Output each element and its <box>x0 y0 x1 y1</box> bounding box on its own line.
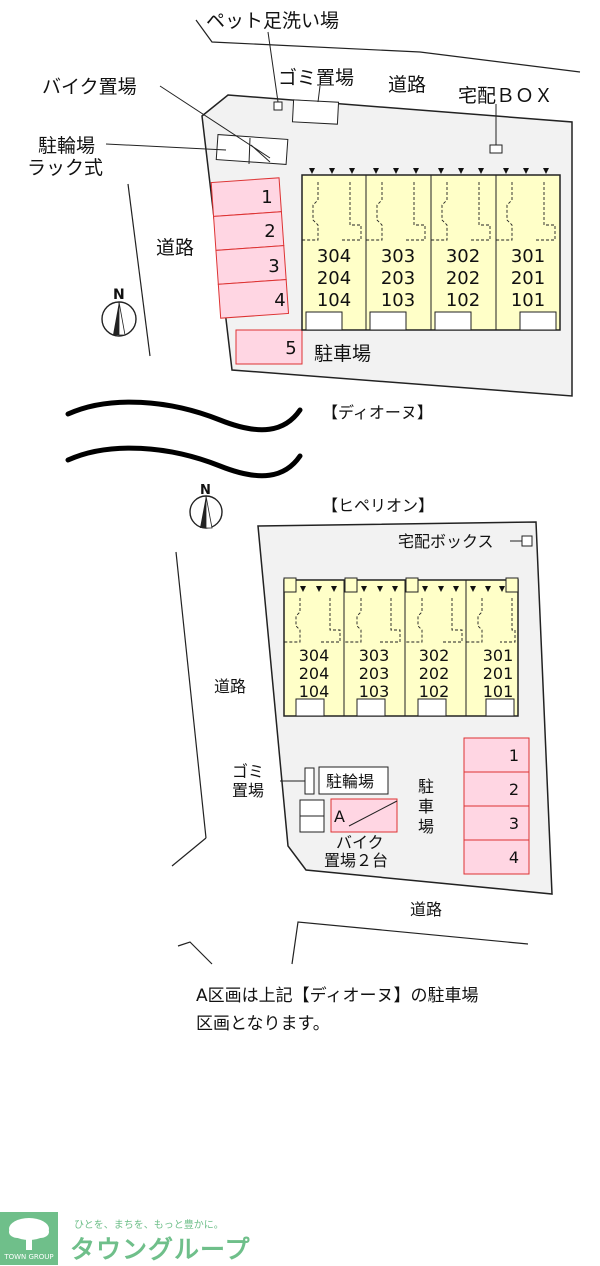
north-arrow-lower-icon <box>189 495 223 529</box>
unit-number: 203 <box>381 268 415 289</box>
unit-number: 304 <box>299 646 330 665</box>
bicycle-leader <box>105 143 227 151</box>
unit-number: 301 <box>511 246 545 267</box>
parking-number-4: 4 <box>274 290 285 311</box>
bicycle-rack-divider <box>248 137 251 165</box>
parking-label-upper: 駐車場 <box>314 343 371 365</box>
parking-number-3: 3 <box>268 256 279 277</box>
separator-waves <box>65 399 303 479</box>
parking-space-1 <box>463 737 530 773</box>
unit-number: 103 <box>381 290 415 311</box>
road-bottom-label: 道路 <box>410 900 442 919</box>
bicycle-label-line2: ラック式 <box>27 157 103 179</box>
unit-number: 102 <box>446 290 480 311</box>
logo-sub-text: TOWN GROUP <box>4 1253 54 1261</box>
upper-parking-group <box>210 177 290 319</box>
unit-number: 202 <box>446 268 480 289</box>
lower-site: N 宅配ボックス 道路 ゴミ 置場 駐輪場 A バイク 置場２台 駐 車 場 道… <box>171 483 553 965</box>
parking-label-lower-3: 場 <box>418 817 434 836</box>
garbage-label-lower-1: ゴミ <box>232 762 264 781</box>
parking-number-2: 2 <box>264 221 275 242</box>
road-top-label: 道路 <box>388 74 426 96</box>
lower-building-name: 【ヒペリオン】 <box>322 496 434 515</box>
unit-number: 102 <box>419 682 450 701</box>
garbage-label-lower-2: 置場 <box>232 781 264 800</box>
unit-number: 201 <box>511 268 545 289</box>
bike-parking-label: バイク置場 <box>42 76 137 98</box>
company-logo: TOWN GROUP ひとを、まちを、もっと豊かに。 タウングループ <box>0 1212 600 1265</box>
unit-number: 204 <box>299 664 330 683</box>
garbage-label-upper: ゴミ置場 <box>278 67 354 89</box>
delivery-box-marker-lower <box>521 535 533 547</box>
unit-number: 301 <box>483 646 514 665</box>
unit-number: 204 <box>317 268 351 289</box>
road-edge-bottom-left <box>177 941 213 965</box>
upper-site: ペット足洗い場 ゴミ置場 道路 宅配ＢＯＸ バイク置場 駐輪場 ラック式 道路 … <box>27 10 581 397</box>
road-edge-left-lower <box>175 551 207 839</box>
note: A区画は上記【ディオーヌ】の駐車場 区画となります。 <box>196 982 556 1038</box>
unit-number: 302 <box>419 646 450 665</box>
parking-number-1: 1 <box>261 187 272 208</box>
note-line-1: A区画は上記【ディオーヌ】の駐車場 <box>196 986 479 1006</box>
road-edge-left <box>127 183 151 357</box>
logo-slogan: ひとを、まちを、もっと豊かに。 <box>74 1220 224 1231</box>
unit-number: 203 <box>359 664 390 683</box>
parking-number-2: 2 <box>509 780 519 799</box>
unit-number: 104 <box>299 682 330 701</box>
road-edge-bottom-right <box>291 921 529 965</box>
pet-wash-label: ペット足洗い場 <box>206 10 339 32</box>
road-left-label-upper: 道路 <box>156 237 194 259</box>
logo-name: タウングループ <box>70 1235 251 1264</box>
unit-number: 103 <box>359 682 390 701</box>
parking-number-5: 5 <box>285 338 296 359</box>
parking-space-3 <box>463 805 530 841</box>
parking-space-2 <box>463 771 530 807</box>
unit-number: 302 <box>446 246 480 267</box>
unit-number: 303 <box>381 246 415 267</box>
bicycle-label-line1: 駐輪場 <box>38 135 95 157</box>
parking-label-lower-1: 駐 <box>418 777 434 796</box>
delivery-box-label-lower: 宅配ボックス <box>398 532 494 551</box>
delivery-box-marker-upper <box>489 144 503 154</box>
garbage-area-lower <box>304 767 315 795</box>
bicycle-rack-upper <box>215 134 289 165</box>
pet-wash-leader <box>267 31 279 103</box>
parking-space-a <box>330 798 398 833</box>
pet-wash-marker <box>273 101 283 111</box>
delivery-box-label-upper: 宅配ＢＯＸ <box>458 85 553 107</box>
tree-logo-icon: TOWN GROUP <box>0 1212 58 1265</box>
unit-number: 202 <box>419 664 450 683</box>
parking-number-3: 3 <box>509 814 519 833</box>
area-a-label: A <box>334 807 345 826</box>
unit-number: 101 <box>483 682 514 701</box>
parking-number-4: 4 <box>509 848 519 867</box>
note-line-2: 区画となります。 <box>196 1014 330 1034</box>
road-left-label-lower: 道路 <box>214 677 246 696</box>
bike-label-lower-1: バイク <box>336 833 384 852</box>
garbage-area-upper <box>291 99 340 125</box>
lower-building <box>283 579 519 717</box>
upper-building-name: 【ディオーヌ】 <box>322 403 433 422</box>
bike-leader <box>159 85 271 159</box>
bicycle-label-lower: 駐輪場 <box>326 772 374 791</box>
unit-number: 104 <box>317 290 351 311</box>
unit-number: 304 <box>317 246 351 267</box>
garbage-leader <box>317 85 321 103</box>
parking-space-4 <box>217 279 290 319</box>
north-letter-lower: N <box>200 483 211 498</box>
unit-number: 201 <box>483 664 514 683</box>
north-letter-upper: N <box>113 287 125 303</box>
parking-space-4 <box>463 839 530 875</box>
unit-number: 101 <box>511 290 545 311</box>
bike-label-lower-2: 置場２台 <box>324 851 388 870</box>
unit-number: 303 <box>359 646 390 665</box>
road-edge-top <box>195 19 581 73</box>
north-arrow-upper-icon <box>101 301 137 337</box>
parking-space-5 <box>235 329 303 365</box>
parking-label-lower-2: 車 <box>418 797 434 816</box>
bicycle-area-lower <box>318 766 389 795</box>
parking-number-1: 1 <box>509 746 519 765</box>
